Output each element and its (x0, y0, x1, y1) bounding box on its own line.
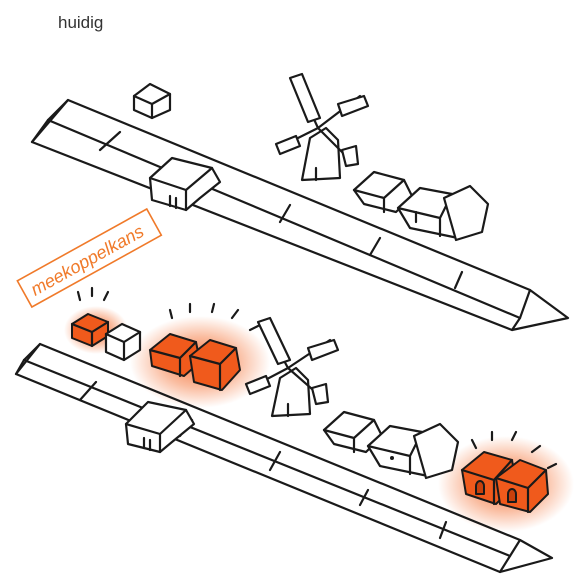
dike-house-icon (150, 158, 220, 210)
house-icon (134, 84, 170, 118)
scene-current (32, 74, 568, 330)
opportunity-tag: meekoppelkans (17, 209, 161, 307)
scene-opportunity (16, 288, 574, 572)
houses-row-icon (354, 172, 488, 240)
label-opportunity: meekoppelkans (27, 221, 147, 300)
dike-house-icon (126, 402, 194, 452)
dike-top (32, 100, 568, 330)
windmill-icon (276, 74, 368, 180)
